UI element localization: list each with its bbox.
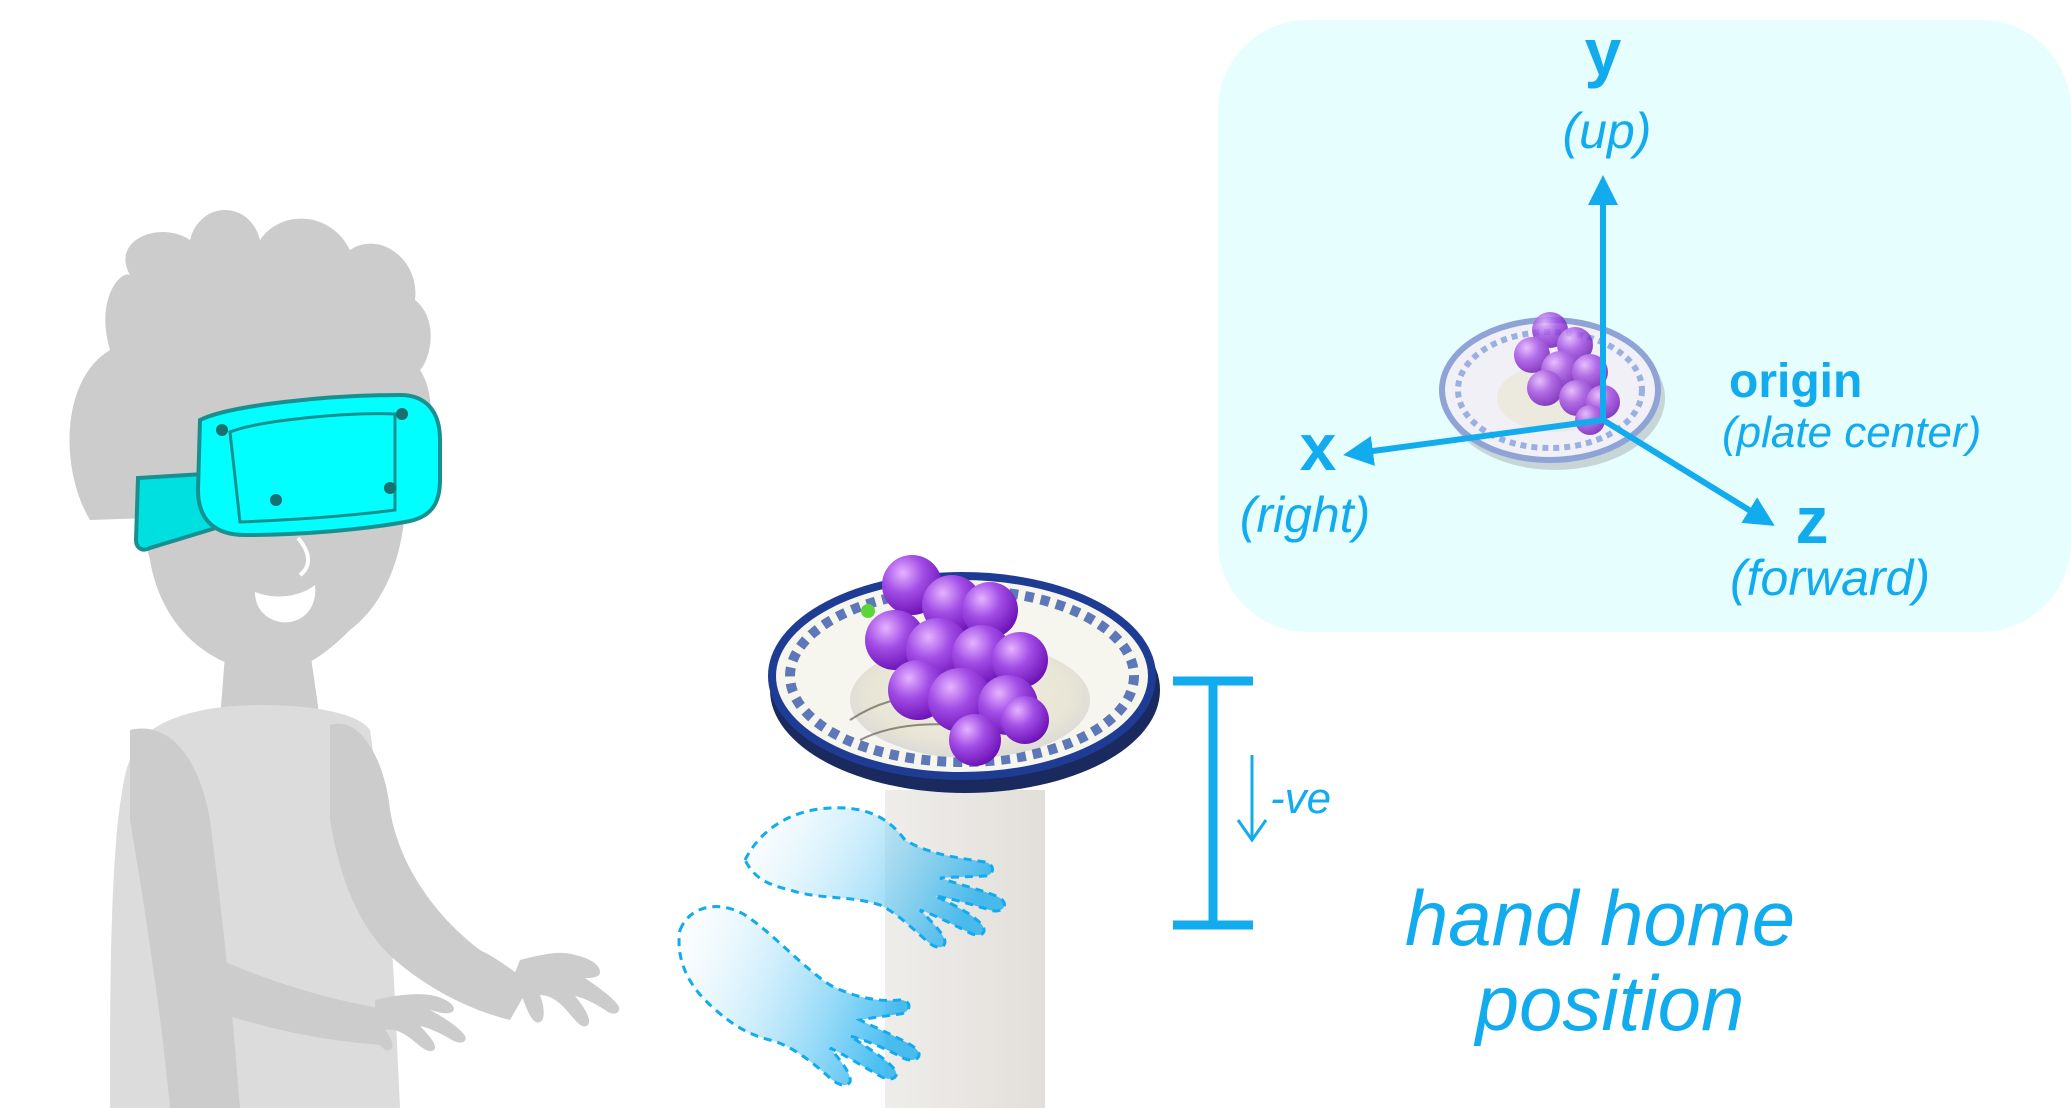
hand-left [375,994,466,1052]
z-axis-letter: z [1796,483,1829,557]
origin-title: origin [1729,355,1862,408]
arm-left [130,728,240,1108]
person-figure [69,210,620,1108]
headset-face-plate [228,412,397,524]
x-axis-letter: x [1300,410,1337,484]
panel-grapes [1514,312,1620,435]
caption-line-1: hand home [1405,874,1795,962]
z-axis-arrow [1601,417,1775,526]
z-axis-label: (forward) [1730,550,1930,606]
origin-label: (plate center) [1722,408,1981,457]
offset-sign-label: -ve [1270,774,1331,823]
hand-home-ghost-upper [743,806,1006,949]
nose [296,536,310,577]
grapes [861,555,1049,766]
caption-line-2: position [1474,959,1745,1047]
hand-right [510,952,620,1027]
down-arrow-icon [1236,755,1268,843]
x-axis-arrow [1343,417,1604,466]
x-axis-label: (right) [1240,487,1371,543]
y-axis-letter: y [1585,15,1622,89]
vr-headset-icon [133,392,442,552]
upper-arm-right [330,723,530,1020]
height-offset-bracket [1173,676,1253,930]
y-axis-label: (up) [1563,103,1652,159]
headset-body [195,392,442,538]
coordinate-frame-panel [1218,20,2071,632]
neck [220,650,320,720]
forearm-left [200,950,385,1045]
hand-home-ghost-lower [677,905,921,1087]
axes [1343,175,1775,526]
mouth [255,585,316,623]
